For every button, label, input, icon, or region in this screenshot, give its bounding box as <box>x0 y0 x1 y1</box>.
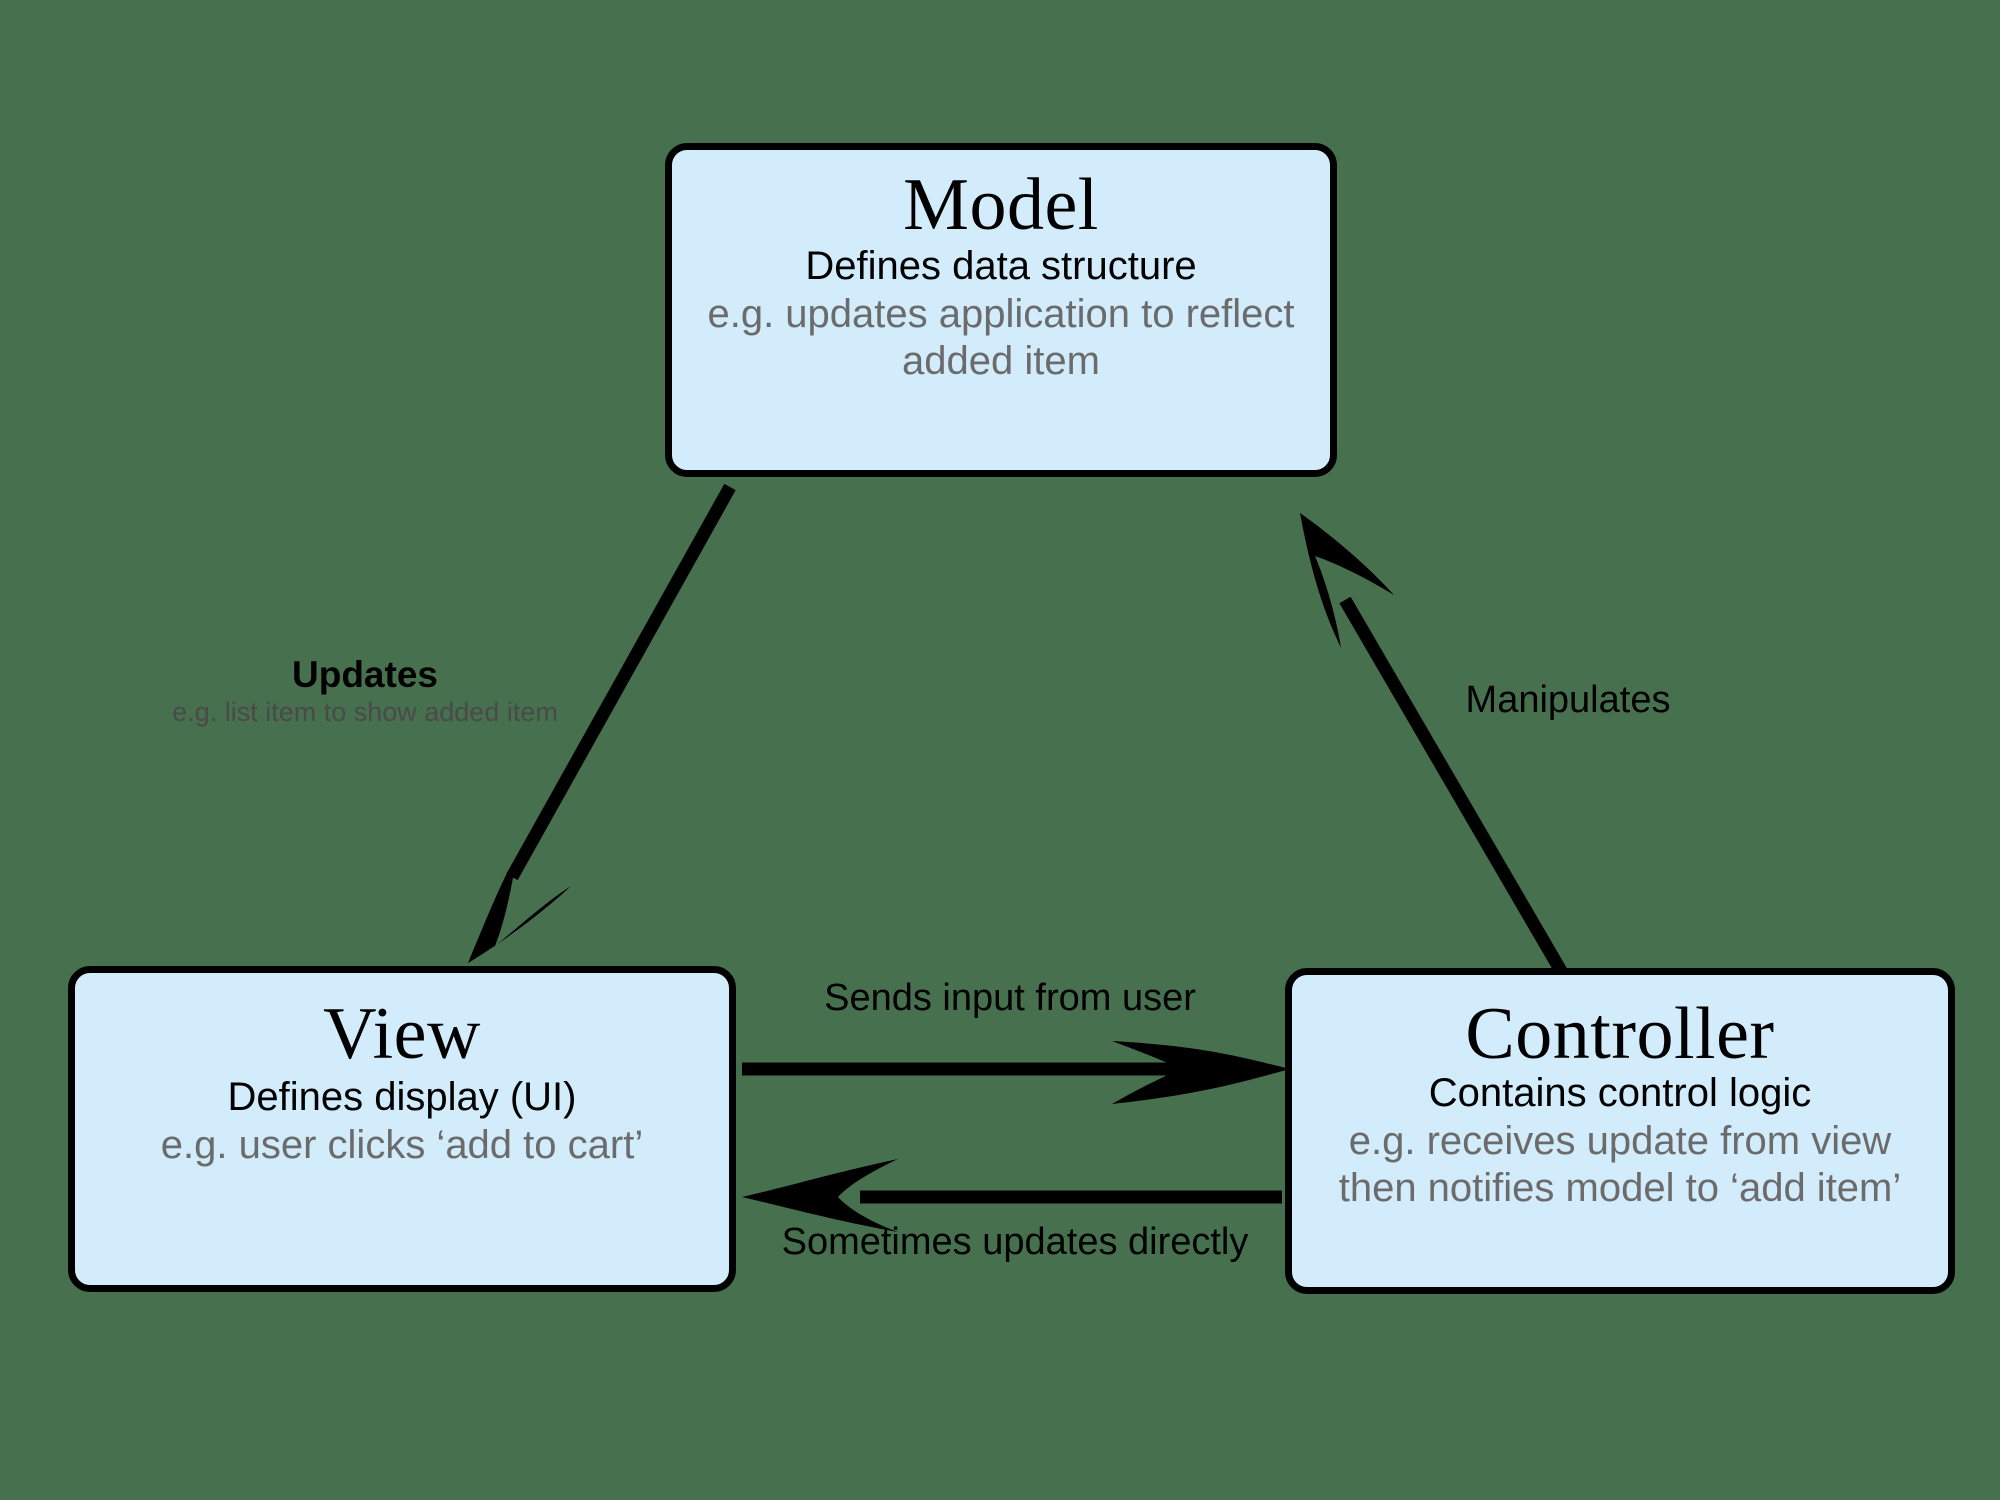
node-controller[interactable]: Controller Contains control logic e.g. r… <box>1285 968 1955 1294</box>
node-controller-example-line-1: e.g. receives update from view <box>1348 1118 1892 1163</box>
node-view-example: e.g. user clicks ‘add to cart’ <box>160 1122 644 1167</box>
edge-view-to-controller <box>742 1041 1290 1104</box>
edge-label-sometimes-text: Sometimes updates directly <box>781 1221 1249 1263</box>
node-controller-subtitle: Contains control logic <box>1428 1071 1812 1115</box>
node-view-title: View <box>323 993 481 1075</box>
node-model-subtitle: Defines data structure <box>805 244 1197 288</box>
edge-label-sends-input-text: Sends input from user <box>824 977 1196 1019</box>
edge-label-sends-input-from-user: Sends input from user <box>800 977 1220 1020</box>
edge-label-manipulates-text: Manipulates <box>1465 679 1671 721</box>
node-controller-title: Controller <box>1465 993 1775 1075</box>
node-view[interactable]: View Defines display (UI) e.g. user clic… <box>68 966 736 1292</box>
node-model[interactable]: Model Defines data structure e.g. update… <box>665 143 1337 477</box>
edge-label-manipulates: Manipulates <box>1438 679 1698 722</box>
edge-label-updates-text: Updates <box>292 654 438 695</box>
edge-controller-to-model <box>1300 513 1574 987</box>
node-controller-example-line-2: then notifies model to ‘add item’ <box>1338 1165 1902 1210</box>
edge-label-updates: Updates e.g. list item to show added ite… <box>165 654 565 729</box>
edge-sublabel-updates-text: e.g. list item to show added item <box>172 696 558 727</box>
node-model-title: Model <box>903 164 1099 246</box>
node-model-example: e.g. updates application to reflect adde… <box>707 291 1295 383</box>
node-view-subtitle: Defines display (UI) <box>227 1075 577 1119</box>
edge-label-sometimes-updates-directly: Sometimes updates directly <box>775 1221 1255 1264</box>
